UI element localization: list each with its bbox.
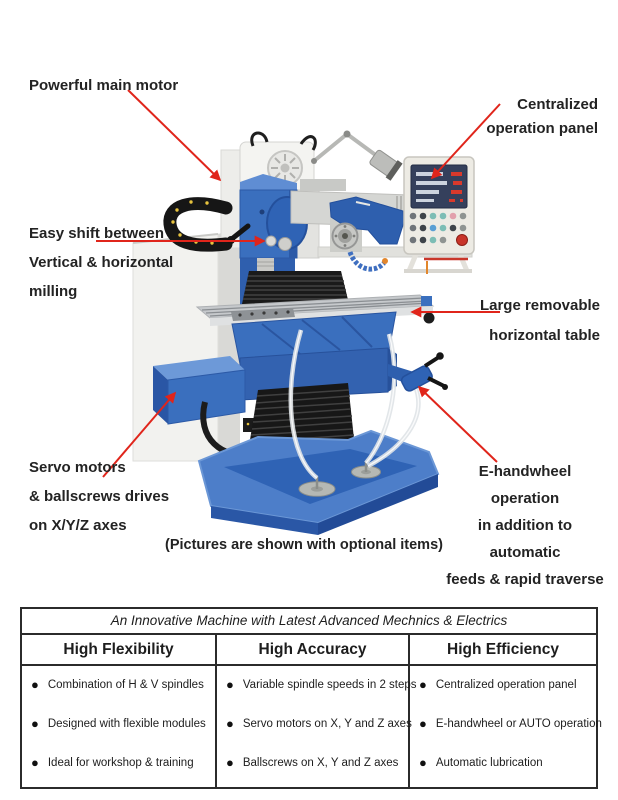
feature-text: Servo motors on X, Y and Z axes <box>242 718 412 730</box>
label-line: on X/Y/Z axes <box>29 517 127 534</box>
feature-item: ● E-handwheel or AUTO operation <box>419 716 602 731</box>
table-header-accuracy: High Accuracy <box>217 635 410 664</box>
label-main-motor: Powerful main motor <box>29 71 178 100</box>
feature-column-efficiency: ● Centralized operation panel ● E-handwhee… <box>410 666 606 787</box>
coolant-hoses <box>288 329 421 480</box>
horizontal-spindle <box>329 196 405 252</box>
label-e-handwheel: E-handwheel operation in addition to aut… <box>446 458 604 593</box>
coolant-nozzle <box>347 251 388 272</box>
work-lamp <box>311 130 403 181</box>
cable-chain <box>163 197 233 252</box>
feature-item: ● Ballscrews on X, Y and Z axes <box>226 755 404 770</box>
label-line: in addition to automatic <box>477 517 573 561</box>
bellows-upper <box>242 271 349 304</box>
feature-text: Variable spindle speeds in 2 steps <box>242 679 417 691</box>
label-line: operation panel <box>486 120 598 137</box>
label-servo-motors: Servo motors & ballscrews drives on X/Y/… <box>29 453 169 540</box>
label-line: Large removable <box>479 297 600 314</box>
callout-arrow-operation-panel <box>430 103 501 180</box>
label-operation-panel: Centralized operation panel <box>486 93 598 141</box>
bullet-icon: ● <box>419 716 427 731</box>
bullet-icon: ● <box>419 677 427 692</box>
bullet-icon: ● <box>31 755 39 770</box>
feature-table-headers: High Flexibility High Accuracy High Effi… <box>22 635 596 666</box>
feature-item: ● Centralized operation panel <box>419 677 602 692</box>
feature-item: ● Automatic lubrication <box>419 755 602 770</box>
bullet-icon: ● <box>226 677 234 692</box>
panel-buttons <box>409 212 468 246</box>
bullet-icon: ● <box>226 716 234 731</box>
photo-caption: (Pictures are shown with optional items) <box>165 537 443 553</box>
label-line: milling <box>29 283 78 300</box>
bullet-icon: ● <box>226 755 234 770</box>
feature-column-flexibility: ● Combination of H & V spindles ● Designed… <box>22 666 217 787</box>
feature-item: ● Designed with flexible modules <box>31 716 211 731</box>
feature-text: Combination of H & V spindles <box>47 679 204 691</box>
feature-table: An Innovative Machine with Latest Advanc… <box>20 607 602 789</box>
feature-text: Ideal for workshop & training <box>47 757 194 769</box>
feature-text: Automatic lubrication <box>435 757 543 769</box>
feature-table-body: ● Combination of H & V spindles ● Designed… <box>22 666 602 787</box>
label-removable-table: Large removable horizontal table <box>480 291 600 351</box>
callout-arrows <box>96 89 501 478</box>
label-line: feeds & rapid traverse <box>446 571 604 588</box>
callout-arrow-e-handwheel <box>417 385 498 463</box>
label-line: E-handwheel operation <box>478 463 572 507</box>
emergency-stop-button <box>456 234 468 246</box>
feature-table-title: An Innovative Machine with Latest Advanc… <box>22 609 596 635</box>
work-table <box>195 294 435 326</box>
saddle-knee <box>231 311 397 401</box>
feature-text: Designed with flexible modules <box>47 718 206 730</box>
bullet-icon: ● <box>31 677 39 692</box>
label-line: horizontal table <box>489 327 600 344</box>
feature-column-accuracy: ● Variable spindle speeds in 2 steps ● Ser… <box>217 666 417 787</box>
label-line: Vertical & horizontal <box>29 254 174 271</box>
feature-item: ● Combination of H & V spindles <box>31 677 211 692</box>
table-header-efficiency: High Efficiency <box>447 641 559 658</box>
label-line: Centralized <box>517 96 598 113</box>
coolant-tray <box>197 429 440 535</box>
feature-text: Centralized operation panel <box>435 679 577 691</box>
e-handwheel <box>388 352 448 392</box>
feature-item: ● Ideal for workshop & training <box>31 755 211 770</box>
machine-photo <box>96 89 501 535</box>
control-panel <box>403 156 475 274</box>
callout-arrow-main-motor <box>127 89 222 182</box>
feature-text: E-handwheel or AUTO operation <box>435 718 602 730</box>
label-easy-shift: Easy shift between Vertical & horizontal… <box>29 219 173 306</box>
label-line: Powerful main motor <box>29 77 179 94</box>
bullet-icon: ● <box>419 755 427 770</box>
label-line: & ballscrews drives <box>29 488 170 505</box>
label-line: Servo motors <box>29 459 126 476</box>
table-header-flexibility: High Flexibility <box>22 635 217 664</box>
label-line: Easy shift between <box>29 225 165 242</box>
bullet-icon: ● <box>31 716 39 731</box>
drain-cover <box>298 477 336 497</box>
feature-item: ● Servo motors on X, Y and Z axes <box>226 716 412 731</box>
callout-arrow-servo-motors <box>102 391 177 478</box>
feature-text: Ballscrews on X, Y and Z axes <box>242 757 399 769</box>
feature-item: ● Variable spindle speeds in 2 steps <box>226 677 417 692</box>
